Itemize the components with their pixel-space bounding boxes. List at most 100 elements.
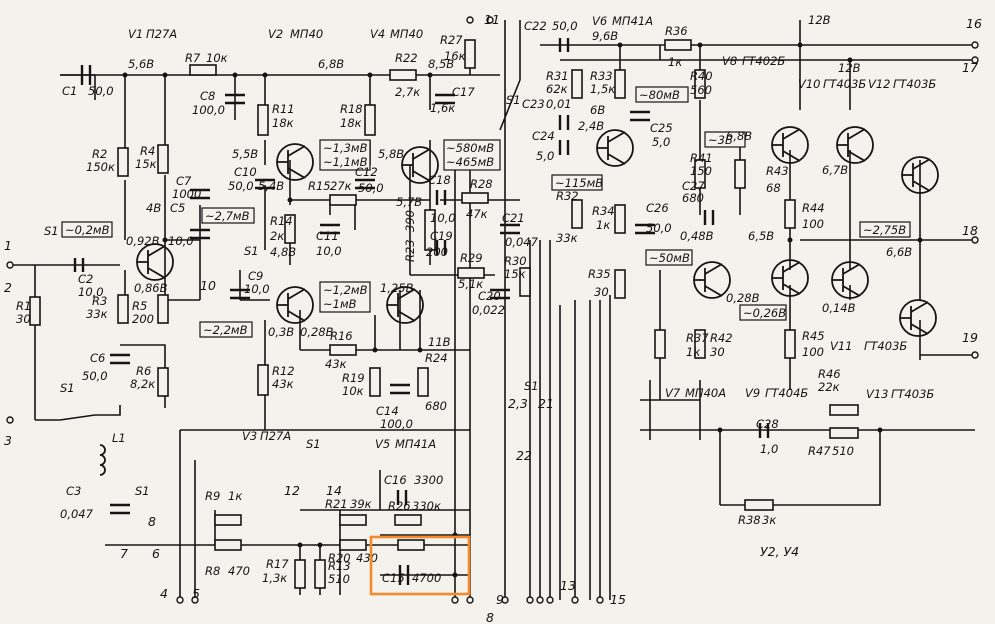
capacitor-c6 [110, 353, 130, 365]
c7-ref: C7 [176, 174, 192, 188]
r34-ref: R34 [592, 204, 615, 218]
m-115mv: ~115мВ [555, 176, 603, 190]
r37-ref: R37 [686, 331, 709, 345]
c17-ref: C17 [452, 85, 475, 99]
c1-ref: C1 [62, 84, 77, 98]
terminal-13: 13 [560, 578, 576, 593]
v-6: 6В [590, 103, 605, 117]
resistor-r25 [397, 539, 425, 551]
r26-ref: R26 [388, 499, 411, 513]
r47-ref: R47 [808, 444, 831, 458]
m-3v: ~3В [708, 133, 733, 147]
r15-ref: R15 [308, 179, 331, 193]
v-11: 11В [428, 335, 451, 349]
v-5-7: 5,7В [396, 195, 422, 209]
r31-ref: R31 [546, 69, 569, 83]
c6-value: 50,0 [82, 369, 108, 383]
transistor-v4 [401, 146, 439, 184]
label-v12-type: ГТ403Б [893, 77, 936, 91]
resistor-r45 [784, 329, 796, 359]
resistor-r26 [394, 514, 422, 526]
terminal-17: 17 [962, 60, 978, 75]
terminal-19: 19 [962, 330, 978, 345]
inductor-l1 [99, 444, 106, 476]
c2-ref: C2 [78, 272, 93, 286]
r33-value: 1,5к [590, 82, 615, 96]
capacitor-c10 [255, 178, 275, 190]
c24-ref: C24 [532, 129, 555, 143]
r37-value: 1к [686, 345, 700, 359]
r36-ref: R36 [665, 24, 688, 38]
v-5-8: 5,8В [378, 147, 404, 161]
capacitor-c16 [396, 490, 408, 505]
r41-ref: R41 [690, 151, 713, 165]
r13-value: 510 [328, 572, 350, 586]
r44-ref: R44 [802, 201, 825, 215]
capacitor-c12 [355, 178, 375, 190]
terminal-14: 14 [326, 483, 342, 498]
c17-value: 1,6к [430, 101, 455, 115]
capacitor-c5 [190, 228, 210, 240]
resistor-r47 [829, 427, 859, 439]
capacitor-c19 [435, 240, 447, 255]
label-v13: V13 [866, 387, 889, 401]
transistor-v7 [693, 261, 731, 299]
v-0-14: 0,14В [822, 301, 856, 315]
c22-value: 50,0 [552, 19, 578, 33]
switch-labels: S1 S1 S1 S1 S1 S1 S1 S1 [44, 93, 539, 498]
r30-ref: R30 [504, 254, 527, 268]
resistor-r11 [257, 104, 269, 136]
resistor-r22 [389, 69, 417, 81]
s1-label-f: S1 [506, 93, 521, 107]
r43-ref: R43 [766, 164, 789, 178]
c7-value: 1000 [172, 187, 201, 201]
r9-ref: R9 [205, 489, 220, 503]
resistor-r6 [157, 367, 169, 397]
v-0-28: 0,28В [300, 325, 334, 339]
transistor-v1 [136, 243, 174, 281]
r14-ref: R14 [270, 214, 293, 228]
component-labels: V1 П27А V2 МП40 V3 П27А V4 МП40 V5 МП41А… [128, 14, 936, 451]
r38-value: 3к [762, 513, 776, 527]
s1-label-e: S1 [306, 437, 321, 451]
c14-value: 100,0 [380, 417, 413, 431]
r20-value: 430 [356, 551, 378, 565]
r29-value: 5,1к [458, 277, 483, 291]
r18-ref: R18 [340, 102, 363, 116]
c23-value: 0,01 [546, 97, 572, 111]
r19-ref: R19 [342, 371, 365, 385]
capacitor-c21 [500, 223, 520, 235]
c1-value: 50,0 [88, 84, 114, 98]
resistor-r38 [744, 499, 774, 511]
r5-value: 200 [132, 312, 154, 326]
label-v9-type: ГТ404Б [765, 386, 808, 400]
resistor-r29 [457, 267, 485, 279]
resistor-r7 [189, 64, 217, 76]
voltage-labels: 5,6В 6,8В 8,5В 9,6В 12В 12В 5,5В 5,4В 4,… [126, 13, 912, 349]
resistor-r18 [364, 104, 376, 136]
c5-value: 10,0 [168, 234, 194, 248]
resistor-r27 [464, 39, 476, 69]
m-465mv: ~465мВ [446, 155, 494, 169]
v-6-8: 6,8В [318, 57, 344, 71]
v-8-5: 8,5В [428, 57, 454, 71]
resistor-r2 [117, 147, 129, 177]
s1-label-a: S1 [44, 224, 59, 238]
c15-value: 4700 [412, 571, 441, 585]
label-v10-type: ГТ403Б [823, 77, 866, 91]
r41-value: 150 [690, 164, 712, 178]
c2-value: 10,0 [78, 285, 104, 299]
capacitor-c11 [320, 223, 340, 235]
resistors [29, 39, 859, 589]
terminal-18: 18 [962, 223, 978, 238]
resistor-r4 [157, 144, 169, 174]
terminal-8: 8 [148, 514, 156, 529]
l1-ref: L1 [112, 431, 126, 445]
r24-value: 680 [425, 399, 447, 413]
r26-value: 330к [412, 499, 441, 513]
label-v1-type: П27А [146, 27, 177, 41]
terminal-6: 6 [152, 546, 160, 561]
c25-value: 5,0 [652, 135, 670, 149]
label-v2-type: МП40 [290, 27, 323, 41]
